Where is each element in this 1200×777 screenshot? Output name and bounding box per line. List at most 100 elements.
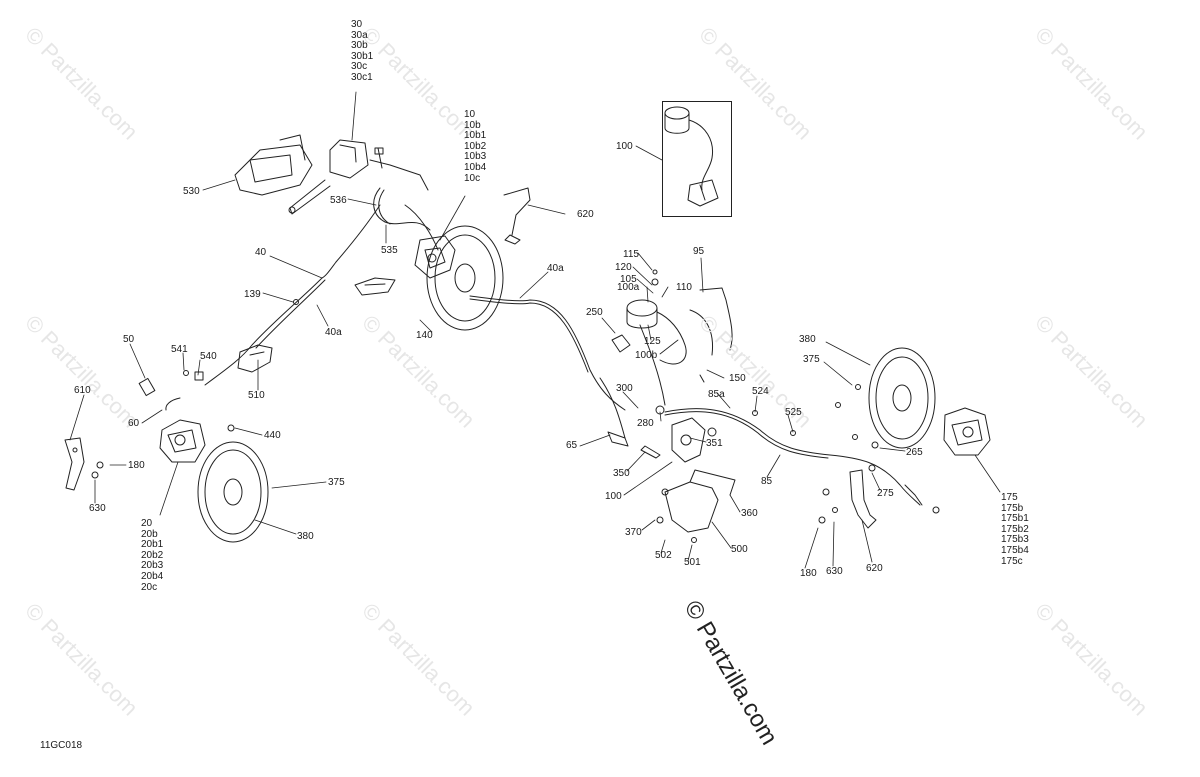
left-valve-block xyxy=(183,299,299,381)
front-caliper-center xyxy=(354,235,456,296)
callout-500[interactable]: 500 xyxy=(731,544,748,555)
callout-350[interactable]: 350 xyxy=(613,468,630,479)
rear-master-cylinder xyxy=(607,405,717,463)
callout-250[interactable]: 250 xyxy=(586,307,603,318)
callout-100a[interactable]: 100a xyxy=(617,282,640,293)
part-number: 10 xyxy=(464,109,476,120)
left-rotor xyxy=(197,441,269,543)
callout-541[interactable]: 541 xyxy=(171,344,188,355)
callout-95[interactable]: 95 xyxy=(693,246,705,257)
callout-630-right[interactable]: 630 xyxy=(826,566,843,577)
callout-85[interactable]: 85 xyxy=(761,476,773,487)
callout-stack-30[interactable]: 30 30a 30b 30b1 30c 30c1 xyxy=(351,19,374,84)
callout-65[interactable]: 65 xyxy=(566,440,578,451)
callout-501[interactable]: 501 xyxy=(684,557,701,568)
callout-100b[interactable]: 100b xyxy=(635,350,658,361)
callout-100-inset[interactable]: 100 xyxy=(616,141,633,152)
callout-139[interactable]: 139 xyxy=(244,289,261,300)
callout-524[interactable]: 524 xyxy=(752,386,769,397)
callout-105[interactable]: 105 xyxy=(620,274,637,285)
callout-85a[interactable]: 85a xyxy=(708,389,725,400)
callout-360[interactable]: 360 xyxy=(741,508,758,519)
pedal-620-top xyxy=(503,187,531,245)
left-bracket-610 xyxy=(64,424,235,491)
part-number: 20b2 xyxy=(141,549,164,561)
callout-380-right[interactable]: 380 xyxy=(799,334,816,345)
callout-100-mid[interactable]: 100 xyxy=(605,491,622,502)
part-number: 10b1 xyxy=(464,130,487,142)
part-number: 30b xyxy=(351,40,368,52)
right-pedal-bracket xyxy=(818,469,877,529)
callout-620-top[interactable]: 620 xyxy=(577,209,594,220)
callout-110[interactable]: 110 xyxy=(676,282,692,293)
part-number: 20 xyxy=(141,518,153,529)
left-caliper xyxy=(138,377,206,463)
callout-502[interactable]: 502 xyxy=(655,550,672,561)
part-number: 20c xyxy=(141,581,158,593)
part-number: 30c1 xyxy=(351,71,373,83)
figure-code: 11GC018 xyxy=(40,740,83,751)
right-hardware xyxy=(752,384,940,514)
callout-265[interactable]: 265 xyxy=(906,447,923,458)
callout-440[interactable]: 440 xyxy=(264,430,281,441)
callout-60[interactable]: 60 xyxy=(128,418,140,429)
part-number: 30c xyxy=(351,61,368,73)
callout-150[interactable]: 150 xyxy=(729,373,746,384)
callout-140[interactable]: 140 xyxy=(416,330,433,341)
part-number: 10b xyxy=(464,119,481,131)
callout-370[interactable]: 370 xyxy=(625,527,642,538)
callout-stack-20[interactable]: 20 20b 20b1 20b2 20b3 20b4 20c xyxy=(141,518,164,593)
callout-610[interactable]: 610 xyxy=(74,385,91,396)
callout-40[interactable]: 40 xyxy=(255,247,267,258)
part-number: 10b4 xyxy=(464,161,487,173)
callout-540[interactable]: 540 xyxy=(200,351,217,362)
right-rotor xyxy=(868,347,936,449)
callout-stack-10[interactable]: 10 10b 10b1 10b2 10b3 10b4 10c xyxy=(464,109,487,184)
part-number: 175b4 xyxy=(1001,544,1029,556)
callout-630-left[interactable]: 630 xyxy=(89,503,106,514)
callout-stack-175[interactable]: 175 175b 175b1 175b2 175b3 175b4 175c xyxy=(1001,492,1029,567)
part-number: 175b1 xyxy=(1001,513,1029,525)
master-cylinder-assembly xyxy=(234,134,429,215)
callout-510[interactable]: 510 xyxy=(248,390,265,401)
callout-375-left[interactable]: 375 xyxy=(328,477,345,488)
callout-115[interactable]: 115 xyxy=(623,249,639,260)
part-number: 30a xyxy=(351,29,368,41)
callout-536[interactable]: 536 xyxy=(330,195,347,206)
front-rotor-center xyxy=(426,225,504,331)
callout-280[interactable]: 280 xyxy=(637,418,654,429)
part-number: 175b2 xyxy=(1001,523,1029,535)
inset-master-cylinder xyxy=(664,106,719,207)
reservoir-assembly xyxy=(611,269,733,383)
callout-525[interactable]: 525 xyxy=(785,407,802,418)
callout-380-left[interactable]: 380 xyxy=(297,531,314,542)
inset-frame xyxy=(662,101,732,217)
brake-lines xyxy=(165,187,921,506)
callout-125[interactable]: 125 xyxy=(644,336,661,347)
bracket-500 xyxy=(656,469,736,543)
part-number: 175b xyxy=(1001,502,1024,514)
part-number: 20b xyxy=(141,528,158,540)
callout-535[interactable]: 535 xyxy=(381,245,398,256)
part-number: 30b1 xyxy=(351,50,374,62)
callout-50[interactable]: 50 xyxy=(123,334,135,345)
callout-530[interactable]: 530 xyxy=(183,186,200,197)
callout-40a-left[interactable]: 40a xyxy=(325,327,342,338)
part-number: 175b3 xyxy=(1001,534,1029,546)
callout-180-left[interactable]: 180 xyxy=(128,460,145,471)
callout-620-right[interactable]: 620 xyxy=(866,563,883,574)
callout-275[interactable]: 275 xyxy=(877,488,894,499)
callout-351[interactable]: 351 xyxy=(706,438,723,449)
part-number: 175 xyxy=(1001,492,1018,503)
part-number: 10b2 xyxy=(464,140,487,152)
right-caliper xyxy=(943,407,991,456)
callout-300[interactable]: 300 xyxy=(616,383,633,394)
part-number: 30 xyxy=(351,19,363,30)
callout-180-right[interactable]: 180 xyxy=(800,568,817,579)
callout-40a-right[interactable]: 40a xyxy=(547,263,564,274)
leader-lines xyxy=(69,91,1001,569)
part-number: 175c xyxy=(1001,555,1023,567)
callout-375-right[interactable]: 375 xyxy=(803,354,820,365)
callout-120[interactable]: 120 xyxy=(615,262,632,273)
